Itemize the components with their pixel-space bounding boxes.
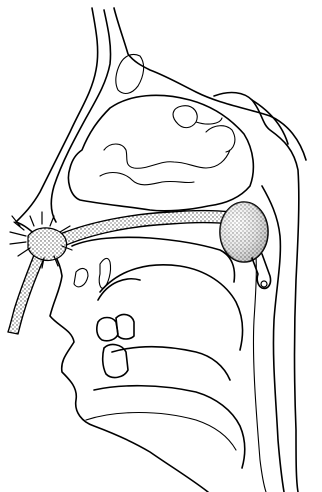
- inflation-valve: [261, 281, 267, 287]
- pharynx-outline: [253, 236, 266, 492]
- nostril-fringe: [10, 212, 72, 268]
- sinus-outline: [114, 8, 306, 160]
- nasal-turbinates: [206, 126, 235, 152]
- nasopharynx-outline: [214, 93, 299, 492]
- palate-and-tongue-outline: [100, 265, 243, 350]
- balloon-cuff: [220, 202, 268, 262]
- palate-and-tongue-outline: [94, 386, 245, 468]
- teeth: [116, 315, 134, 339]
- teeth: [103, 345, 128, 378]
- palate-and-tongue-outline: [74, 269, 88, 287]
- external-tube: [8, 250, 46, 334]
- palate-and-tongue-outline: [112, 347, 230, 380]
- nasal-turbinates: [100, 173, 194, 185]
- palate-and-tongue-outline: [98, 279, 140, 300]
- nasal-cavity-outline: [68, 95, 253, 210]
- sinus-outline: [116, 54, 144, 93]
- teeth: [97, 318, 118, 341]
- palate-and-tongue-outline: [72, 237, 234, 282]
- nasal-turbinates: [173, 106, 222, 128]
- nasal-turbinates: [104, 144, 230, 168]
